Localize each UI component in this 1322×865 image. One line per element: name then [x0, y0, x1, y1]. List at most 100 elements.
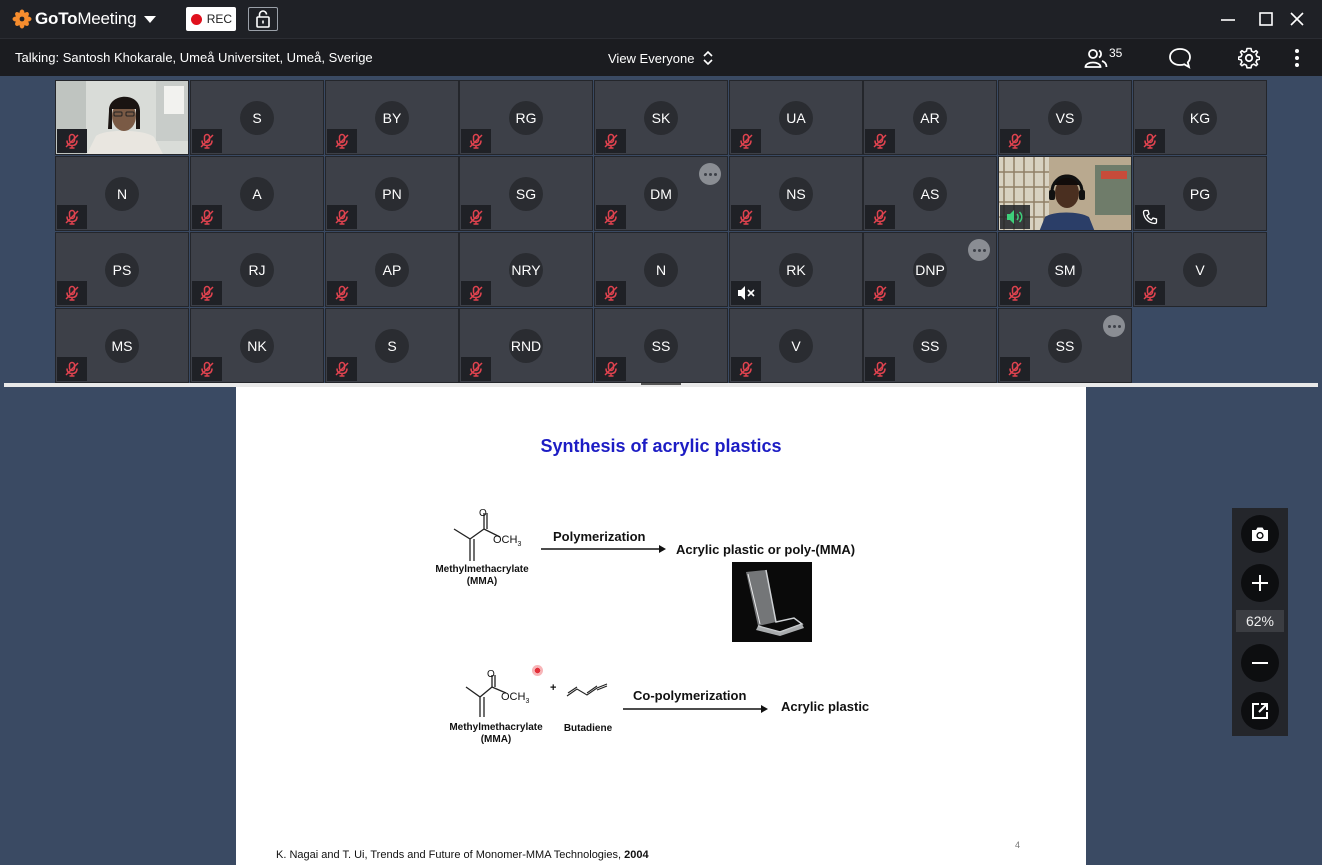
view-mode-selector[interactable]: View Everyone [608, 49, 714, 67]
mic-muted-icon [1143, 285, 1157, 301]
divider-handle[interactable] [641, 383, 681, 385]
chevron-updown-icon [703, 50, 714, 66]
record-button[interactable]: REC [186, 7, 237, 31]
pop-out-button[interactable] [1241, 692, 1279, 730]
app-name: GoToMeeting [35, 9, 137, 28]
participant-avatar: SS [644, 328, 678, 363]
close-button[interactable] [1282, 4, 1312, 34]
participant-tile[interactable]: AP [325, 232, 459, 307]
mic-muted-indicator [461, 357, 491, 381]
mic-muted-icon [1143, 133, 1157, 149]
people-icon [1084, 49, 1108, 68]
mic-muted-icon [65, 285, 79, 301]
chat-button[interactable] [1168, 46, 1192, 70]
app-logo[interactable]: GoToMeeting [12, 0, 157, 38]
zoom-out-button[interactable] [1241, 644, 1279, 682]
participant-tile[interactable] [55, 80, 189, 155]
mic-muted-icon [335, 361, 349, 377]
participant-tile[interactable]: DNP [863, 232, 997, 307]
participant-tile[interactable]: BY [325, 80, 459, 155]
speaker-off-indicator [731, 281, 761, 305]
mic-muted-icon [65, 209, 79, 225]
participant-tile[interactable]: N [55, 156, 189, 231]
participant-tile[interactable]: PN [325, 156, 459, 231]
participant-tile[interactable]: NS [729, 156, 863, 231]
record-dot-icon [190, 13, 202, 25]
participant-tile[interactable]: UA [729, 80, 863, 155]
chevron-down-icon[interactable] [144, 15, 157, 23]
phone-indicator [1135, 205, 1165, 229]
participant-tile[interactable]: RND [459, 308, 593, 383]
maximize-button[interactable] [1251, 4, 1281, 34]
participant-tile[interactable]: S [325, 308, 459, 383]
unlock-icon [256, 10, 271, 28]
participant-tile[interactable]: RG [459, 80, 593, 155]
screen-share-controls: 62% [1232, 508, 1288, 736]
participant-more-button[interactable] [699, 163, 721, 185]
butadiene-structure-diagram [566, 683, 608, 697]
participant-tile[interactable]: KG [1133, 80, 1267, 155]
participant-tile[interactable]: PG [1133, 156, 1267, 231]
mma-structure-diagram-2 [465, 675, 507, 717]
mic-muted-indicator [731, 205, 761, 229]
mic-muted-indicator [596, 281, 626, 305]
participant-tile[interactable]: S [190, 80, 324, 155]
mic-muted-indicator [461, 205, 491, 229]
kebab-menu-icon [1295, 49, 1299, 67]
participant-avatar: S [375, 328, 409, 363]
title-bar: GoToMeeting REC [0, 0, 1322, 38]
more-options-button[interactable] [1292, 46, 1302, 70]
participant-tile[interactable]: SK [594, 80, 728, 155]
mic-muted-indicator [192, 281, 222, 305]
participant-tile[interactable]: V [729, 308, 863, 383]
participant-tile[interactable]: SS [594, 308, 728, 383]
mic-muted-indicator [327, 281, 357, 305]
participant-tile[interactable]: NK [190, 308, 324, 383]
participant-avatar: NK [240, 328, 274, 363]
arrow-right-icon [541, 545, 666, 553]
participant-tile[interactable]: PS [55, 232, 189, 307]
minus-icon [1252, 662, 1268, 664]
participant-tile[interactable]: AR [863, 80, 997, 155]
mic-muted-icon [873, 209, 887, 225]
participant-tile[interactable]: RK [729, 232, 863, 307]
participant-tile[interactable]: VS [998, 80, 1132, 155]
participant-tile[interactable]: AS [863, 156, 997, 231]
participant-tile[interactable]: V [1133, 232, 1267, 307]
participant-tile[interactable] [998, 156, 1132, 231]
participant-more-button[interactable] [1103, 315, 1125, 337]
participant-avatar: N [105, 176, 139, 211]
participant-tile[interactable]: SG [459, 156, 593, 231]
participant-tile[interactable]: MS [55, 308, 189, 383]
participant-tile[interactable]: NRY [459, 232, 593, 307]
participant-tile[interactable]: A [190, 156, 324, 231]
participant-tile[interactable]: DM [594, 156, 728, 231]
participant-more-button[interactable] [968, 239, 990, 261]
och3-label-1: OCH3 [493, 534, 522, 549]
mic-muted-icon [1008, 133, 1022, 149]
participant-tile[interactable]: SS [998, 308, 1132, 383]
o-label-1: O [479, 508, 487, 519]
panel-divider[interactable] [4, 383, 1318, 387]
mic-muted-indicator [1000, 281, 1030, 305]
mic-muted-indicator [731, 129, 761, 153]
attendees-button[interactable]: 35 [1084, 46, 1122, 70]
zoom-in-button[interactable] [1241, 564, 1279, 602]
participant-avatar: SM [1048, 252, 1082, 287]
participant-tile[interactable]: RJ [190, 232, 324, 307]
mic-muted-indicator [327, 129, 357, 153]
participant-tile[interactable]: N [594, 232, 728, 307]
participant-avatar: V [1183, 252, 1217, 287]
participant-tile[interactable]: SS [863, 308, 997, 383]
lock-meeting-button[interactable] [248, 7, 279, 31]
minimize-button[interactable] [1213, 4, 1243, 34]
gotomeeting-flower-icon [12, 9, 32, 29]
settings-button[interactable] [1238, 46, 1260, 70]
slide-page-number: 4 [1015, 840, 1021, 850]
mic-muted-indicator [865, 281, 895, 305]
screenshot-button[interactable] [1241, 515, 1279, 553]
participant-avatar: AR [913, 100, 947, 135]
mma-abbr-1: (MMA) [466, 576, 498, 587]
mic-muted-indicator [327, 357, 357, 381]
participant-tile[interactable]: SM [998, 232, 1132, 307]
